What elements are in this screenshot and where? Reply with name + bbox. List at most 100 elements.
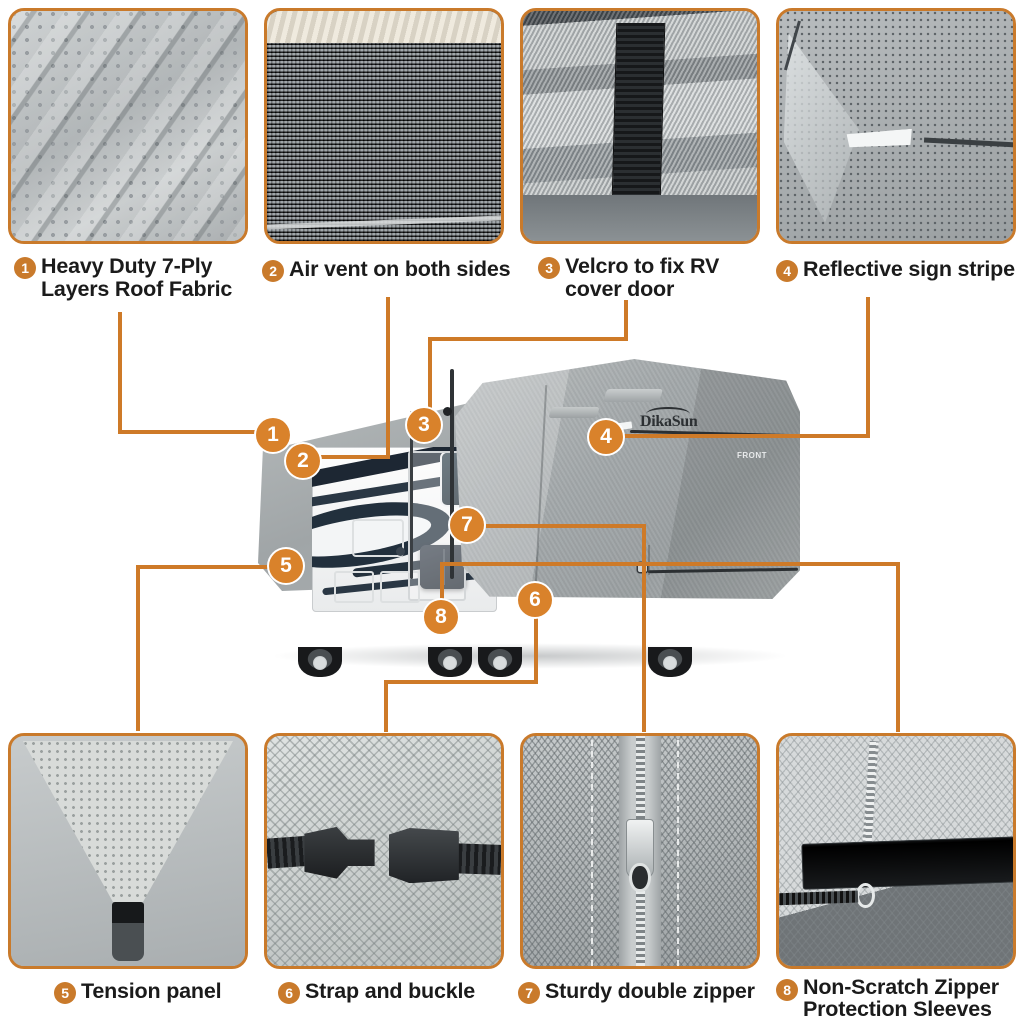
reflective-stripe-image (779, 11, 1013, 241)
feature-photo-3 (520, 8, 760, 244)
feature-caption-1: 1 Heavy Duty 7-Ply Layers Roof Fabric (14, 254, 254, 302)
brand-logo: DikaSun (640, 407, 698, 431)
feature-badge-1: 1 (14, 257, 36, 279)
feature-label-2: Air vent on both sides (289, 257, 511, 281)
connector-5-vertical (136, 565, 140, 731)
zipper-stitch-right (677, 736, 680, 966)
feature-badge-7: 7 (518, 982, 540, 1004)
rv-storage-hatch-3 (380, 571, 420, 603)
cover-zipper-stop (443, 407, 452, 416)
feature-photo-5 (8, 733, 248, 969)
reflective-fabric-fold (783, 33, 860, 223)
zipper-pull-ring (629, 862, 651, 893)
connector-4-vertical (866, 297, 870, 437)
feature-photo-7 (520, 733, 760, 969)
connector-3-riser (624, 300, 628, 340)
rv-storage-hatch-2 (334, 571, 374, 603)
reflective-zipper-line (924, 137, 1013, 148)
rv-wheel-1 (298, 647, 342, 677)
feature-label-1: Heavy Duty 7-Ply Layers Roof Fabric (41, 254, 233, 302)
velcro-strap-shape (611, 22, 666, 200)
buckle-female-half (388, 828, 459, 884)
cover-vent-flap-1 (602, 389, 664, 402)
rv-callout-2[interactable]: 2 (286, 444, 320, 478)
connector-1-horizontal (118, 430, 278, 434)
mesh-hem-line (267, 215, 501, 230)
sleeve-vertical-zipper (861, 740, 879, 847)
feature-label-6: Strap and buckle (305, 979, 476, 1003)
velcro-background-floor (523, 195, 757, 241)
sleeve-pull-ring (856, 883, 875, 909)
sleeve-lower-zipper (779, 890, 859, 906)
feature-badge-6: 6 (278, 982, 300, 1004)
tension-panel-buckle (111, 901, 145, 962)
rv-ground-shadow (270, 643, 790, 669)
strap-and-buckle-image (267, 736, 501, 966)
connector-6-vertical (534, 612, 538, 684)
logo-arc-icon (646, 407, 690, 421)
rv-callout-3[interactable]: 3 (407, 408, 441, 442)
connector-3-horizontal (428, 337, 628, 341)
double-zipper-image (523, 736, 757, 966)
velcro-strap-image (523, 11, 757, 241)
rv-wheel-4 (648, 647, 692, 677)
rv-wheel-2 (428, 647, 472, 677)
rv-callout-8[interactable]: 8 (424, 600, 458, 634)
feature-badge-3: 3 (538, 257, 560, 279)
rv-callout-7[interactable]: 7 (450, 508, 484, 542)
feature-photo-1 (8, 8, 248, 244)
connector-8-vertical (440, 562, 444, 614)
rv-storage-hatch-1 (352, 519, 404, 557)
sleeve-black-band (801, 835, 1013, 890)
tension-panel-triangle (22, 740, 234, 907)
rv-with-cover-illustration: DikaSun FRONT (250, 355, 810, 677)
feature-label-3: Velcro to fix RV cover door (565, 254, 720, 302)
feature-caption-8: 8 Non-Scratch Zipper Protection Sleeves (776, 975, 1024, 1021)
connector-8-horizontal (440, 562, 900, 566)
feature-badge-8: 8 (776, 979, 798, 1001)
feature-label-4: Reflective sign stripe (803, 257, 1015, 281)
connector-1-vertical (118, 312, 122, 434)
rv-callout-4[interactable]: 4 (589, 420, 623, 454)
fabric-dotted-grey-folds-image (11, 11, 245, 241)
front-label-text: FRONT (737, 451, 768, 460)
connector-7-vertical (642, 524, 646, 732)
rv-wheel-3 (478, 647, 522, 677)
connector-3-vertical (428, 337, 432, 427)
rv-callout-6[interactable]: 6 (518, 583, 552, 617)
feature-caption-7: 7 Sturdy double zipper (518, 979, 755, 1004)
feature-photo-4 (776, 8, 1016, 244)
zipper-protection-sleeve-image (779, 736, 1013, 966)
rv-callout-5[interactable]: 5 (269, 549, 303, 583)
tension-panel-image (11, 736, 245, 966)
feature-caption-6: 6 Strap and buckle (278, 979, 476, 1004)
cover-seam-2 (648, 545, 650, 575)
feature-label-5: Tension panel (81, 979, 222, 1003)
rv-side-light (396, 547, 405, 556)
feature-badge-4: 4 (776, 260, 798, 282)
feature-caption-2: 2 Air vent on both sides (262, 257, 512, 282)
connector-7-horizontal (486, 524, 646, 528)
feature-label-7: Sturdy double zipper (545, 979, 755, 1003)
connector-2-horizontal (306, 455, 390, 459)
connector-5-horizontal (136, 565, 288, 569)
mesh-top-band (267, 11, 501, 44)
dark-mesh-vent-screen-image (267, 11, 501, 241)
feature-caption-5: 5 Tension panel (54, 979, 222, 1004)
feature-photo-6 (264, 733, 504, 969)
feature-label-8: Non-Scratch Zipper Protection Sleeves (803, 975, 999, 1021)
connector-4-horizontal (620, 434, 870, 438)
feature-badge-2: 2 (262, 260, 284, 282)
cover-front-edge-piping (450, 369, 454, 579)
feature-badge-5: 5 (54, 982, 76, 1004)
feature-caption-4: 4 Reflective sign stripe (776, 257, 1024, 282)
cover-vent-flap-2 (548, 407, 600, 418)
feature-photo-2 (264, 8, 504, 244)
cover-mid-edge-piping (410, 411, 413, 579)
connector-2-vertical (386, 297, 390, 459)
rv-callout-1[interactable]: 1 (256, 418, 290, 452)
buckle-male-half (304, 826, 375, 879)
feature-caption-3: 3 Velcro to fix RV cover door (538, 254, 768, 302)
zipper-stitch-left (590, 736, 593, 966)
